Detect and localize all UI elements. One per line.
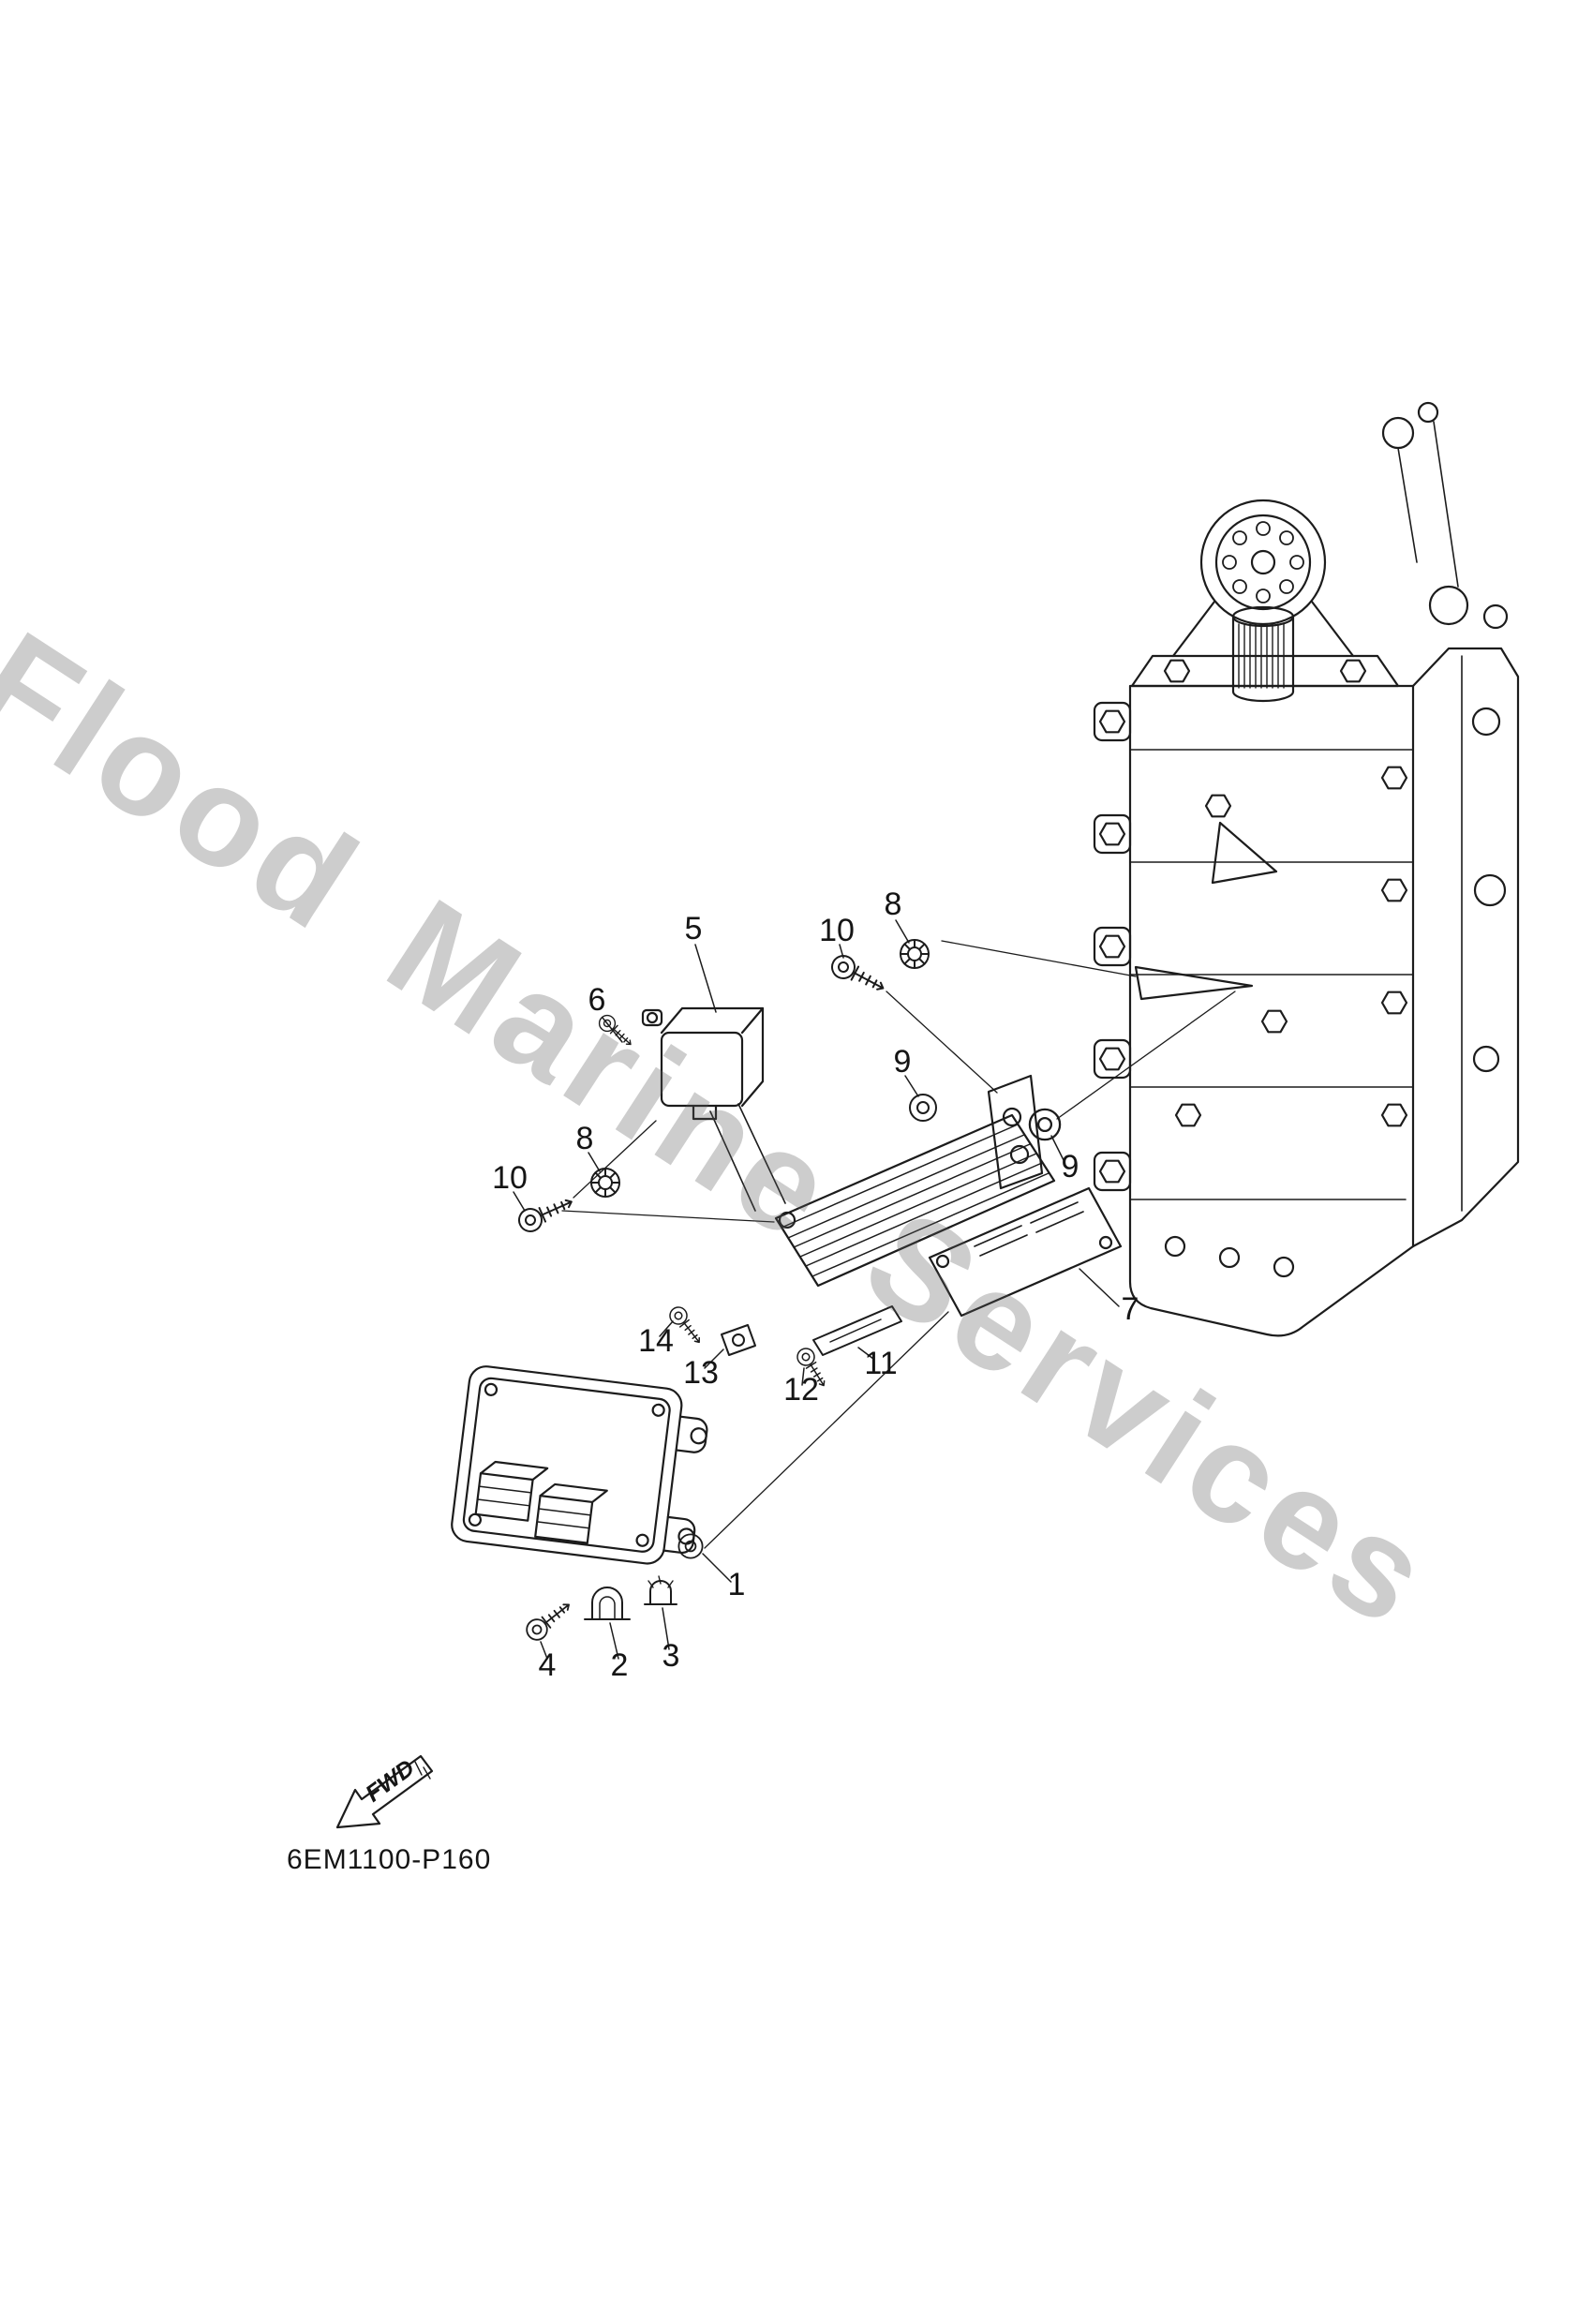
clamp-2	[584, 1587, 631, 1620]
engine-block-drawing	[1093, 401, 1520, 1337]
grommet-9-left	[909, 1094, 937, 1122]
callout-13: 13	[683, 1355, 719, 1391]
callout-14: 14	[638, 1323, 674, 1359]
washer-8-upper	[900, 939, 930, 969]
ecu-connector-b	[534, 1482, 608, 1544]
right-bolt-heads	[1174, 766, 1408, 1127]
drawing-code: 6EM1100-P160	[287, 1844, 491, 1875]
grommet-1	[677, 1533, 704, 1559]
callout-3: 3	[662, 1638, 680, 1674]
pointed-casting-detail	[1134, 965, 1254, 1001]
clamp-3	[644, 1575, 677, 1605]
washer-8-lower	[590, 1168, 620, 1198]
callout-11: 11	[864, 1346, 897, 1381]
callout-5: 5	[685, 911, 703, 946]
fwd-arrow-outline	[335, 1754, 434, 1829]
callout-2: 2	[611, 1647, 629, 1683]
flywheel-bolt-holes	[1222, 521, 1304, 603]
callout-9-left: 9	[894, 1044, 912, 1080]
callout-9-right: 9	[1062, 1149, 1079, 1184]
ecu-mount-ears	[662, 1415, 708, 1554]
assembly-axis-lines	[561, 940, 1236, 1549]
rectifier-fin-body	[774, 1113, 1056, 1288]
ecu-connector-a	[474, 1460, 549, 1522]
clamp-13	[721, 1324, 756, 1356]
callout-12: 12	[783, 1372, 819, 1408]
block-right-section	[1381, 401, 1520, 1248]
bracket-11	[812, 1305, 902, 1356]
flywheel-hub-outline	[1199, 499, 1327, 626]
block-rib-detail	[1211, 821, 1278, 885]
callout-10-lower: 10	[492, 1160, 528, 1196]
mounting-plate-part7	[928, 1186, 1123, 1318]
left-bolt-bosses	[1093, 701, 1132, 1192]
callout-1: 1	[728, 1567, 746, 1602]
fasteners-drawing	[514, 939, 1062, 1646]
callout-4: 4	[539, 1647, 557, 1683]
ecu-drawing	[451, 1365, 708, 1565]
callout-6: 6	[588, 982, 606, 1018]
bolt-10-upper	[826, 950, 890, 1000]
callout-7: 7	[1122, 1291, 1139, 1327]
relay-drawing	[641, 1006, 765, 1121]
callout-8-lower: 8	[576, 1121, 594, 1156]
bolt-10-lower	[514, 1190, 577, 1236]
rectifier-assembly-drawing	[709, 1074, 1123, 1318]
relay-mount-tab	[641, 1008, 663, 1027]
fwd-arrow: FWD	[335, 1754, 434, 1829]
callout-labels: 5 6 10 8 9 9 8 10 7 14 13 12 11 1 4 2 3	[492, 886, 1139, 1683]
bolt-4	[521, 1595, 576, 1646]
upper-bracket	[987, 1074, 1044, 1190]
leader-lines	[513, 919, 1120, 1660]
callout-8-upper: 8	[885, 886, 902, 922]
callout-10-upper: 10	[819, 913, 855, 948]
grommet-9-right	[1028, 1108, 1062, 1141]
